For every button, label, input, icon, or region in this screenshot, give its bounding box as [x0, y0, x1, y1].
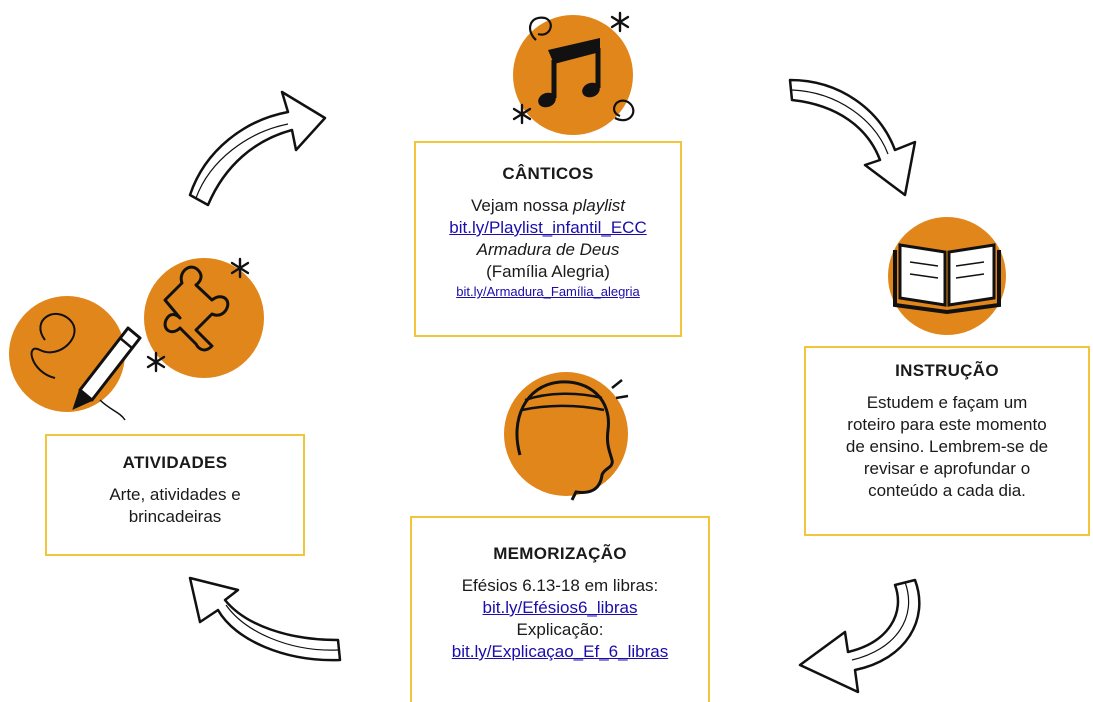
open-book-icon: [888, 217, 1006, 335]
atividades-text-line: Arte, atividades e: [109, 485, 241, 504]
memorizacao-verse-link[interactable]: bit.ly/Efésios6_libras: [482, 598, 638, 617]
atividades-text-line: brincadeiras: [128, 507, 222, 526]
instrucao-text-line: Estudem e façam um: [866, 393, 1028, 412]
arrow-memorizacao-to-atividades: [188, 576, 342, 662]
arrow-canticos-to-instrucao: [788, 78, 917, 197]
memorizacao-explanation-text: Explicação:: [516, 620, 604, 639]
canticos-playlist-link[interactable]: bit.ly/Playlist_infantil_ECC: [449, 218, 647, 237]
pencil-icon: [9, 296, 142, 421]
head-thinking-icon: [504, 372, 629, 501]
music-note-icon: [512, 11, 635, 135]
instrucao-text-line: revisar e aprofundar o: [863, 459, 1031, 478]
memorizacao-card: MEMORIZAÇÃO Efésios 6.13-18 em libras: b…: [410, 516, 710, 702]
canticos-playlist-word: playlist: [573, 196, 626, 215]
instrucao-card: INSTRUÇÃO Estudem e façam um roteiro par…: [804, 346, 1090, 536]
canticos-song-title: Armadura de Deus: [476, 240, 620, 259]
memorizacao-explanation-link[interactable]: bit.ly/Explicaçao_Ef_6_libras: [451, 642, 669, 661]
instrucao-text-line: roteiro para este momento: [847, 415, 1047, 434]
memorizacao-verse-text: Efésios 6.13-18 em libras:: [461, 576, 659, 595]
puzzle-piece-icon: [144, 257, 264, 378]
canticos-song-link[interactable]: bit.ly/Armadura_Família_alegria: [456, 284, 640, 299]
instrucao-text-line: conteúdo a cada dia.: [868, 481, 1026, 500]
canticos-card: CÂNTICOS Vejam nossa playlist bit.ly/Pla…: [414, 141, 682, 337]
canticos-title: CÂNTICOS: [502, 164, 594, 183]
instrucao-text-line: de ensino. Lembrem-se de: [845, 437, 1049, 456]
arrow-instrucao-to-memorizacao: [798, 578, 921, 694]
atividades-card: ATIVIDADES Arte, atividades e brincadeir…: [45, 434, 305, 556]
memorizacao-title: MEMORIZAÇÃO: [493, 544, 627, 563]
instrucao-title: INSTRUÇÃO: [895, 361, 999, 380]
canticos-playlist-text: Vejam nossa playlist: [416, 195, 680, 217]
canticos-artist: (Família Alegria): [486, 262, 610, 281]
arrow-atividades-to-canticos: [188, 90, 327, 207]
canticos-playlist-prefix: Vejam nossa: [470, 196, 574, 215]
atividades-title: ATIVIDADES: [122, 453, 228, 472]
